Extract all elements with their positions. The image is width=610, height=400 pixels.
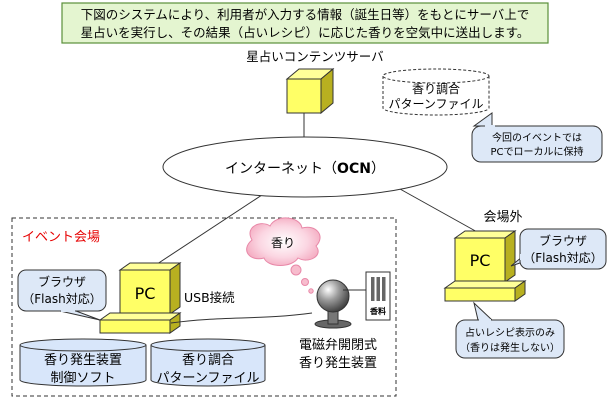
control-software-line-1: 香り発生装置 xyxy=(44,353,122,368)
server-note-line-1: 今回のイベントでは xyxy=(492,131,582,144)
server-pattern-line-1: 香り調合 xyxy=(412,81,460,96)
venue-browser-line-2: （Flash対応） xyxy=(22,292,101,306)
scent-cloud-label: 香り xyxy=(271,236,295,250)
intro-box: 下図のシステムにより、利用者が入力する情報（誕生日等）をもとにサーバ上で 星占い… xyxy=(61,2,549,44)
outside-pc-label: PC xyxy=(470,251,491,270)
venue-box xyxy=(11,217,397,397)
internet-venue-link xyxy=(147,190,269,271)
cartridge-label: 香料 xyxy=(369,306,386,316)
outside-browser-line-1: ブラウザ xyxy=(539,233,587,248)
local-pattern-line-2: パターンファイル xyxy=(157,371,260,386)
local-pattern-file: 香り調合 パターンファイル xyxy=(150,338,266,387)
intro-line-1: 下図のシステムにより、利用者が入力する情報（誕生日等）をもとにサーバ上で xyxy=(81,7,530,22)
server-pattern-file: 香り調合 パターンファイル xyxy=(382,68,490,116)
server-cube-icon xyxy=(285,67,335,115)
local-pattern-line-1: 香り調合 xyxy=(182,353,234,368)
outside-note-bubble: 占いレシピ表示のみ （香りは発生しない） xyxy=(455,301,565,359)
outside-note-line-2: （香りは発生しない） xyxy=(460,341,560,354)
venue-pc-label: PC xyxy=(135,284,156,303)
usb-label: USB接続 xyxy=(184,290,235,305)
venue-browser-bubble: ブラウザ （Flash対応） xyxy=(17,269,107,321)
control-software-line-2: 制御ソフト xyxy=(50,371,115,386)
server-note-line-2: PCでローカルに保持 xyxy=(490,145,583,158)
device-line-1: 電磁弁開閉式 xyxy=(299,338,377,353)
internet-outside-link xyxy=(399,188,489,239)
server-label: 星占いコンテンツサーバ xyxy=(246,49,383,64)
outside-title: 会場外 xyxy=(483,210,522,225)
server-pattern-line-2: パターンファイル xyxy=(388,97,483,111)
intro-line-2: 星占いを実行し、その結果（占いレシピ）に応じた香りを空気中に送出します。 xyxy=(81,25,530,40)
device-line-2: 香り発生装置 xyxy=(299,356,377,371)
outside-browser-line-2: （Flash対応） xyxy=(523,251,602,265)
scent-cloud-icon: 香り xyxy=(246,217,321,294)
usb-cable xyxy=(170,312,313,324)
venue-pc-icon: PC xyxy=(98,262,182,334)
internet-cloud: インターネット（OCN） xyxy=(162,136,448,198)
scent-device-icon xyxy=(314,279,366,329)
outside-note-line-1: 占いレシピ表示のみ xyxy=(465,326,555,339)
venue-title: イベント会場 xyxy=(22,230,100,245)
outside-pc-icon: PC xyxy=(443,230,527,302)
scent-cartridge-icon: 香料 xyxy=(365,271,391,321)
venue-browser-line-1: ブラウザ xyxy=(38,274,86,289)
control-software: 香り発生装置 制御ソフト xyxy=(19,338,147,387)
server-note-bubble: 今回のイベントでは PCでローカルに保持 xyxy=(471,112,603,163)
intro-box-frame xyxy=(61,2,549,44)
internet-label: インターネット（OCN） xyxy=(225,161,385,177)
outside-browser-bubble: ブラウザ （Flash対応） xyxy=(510,228,607,270)
